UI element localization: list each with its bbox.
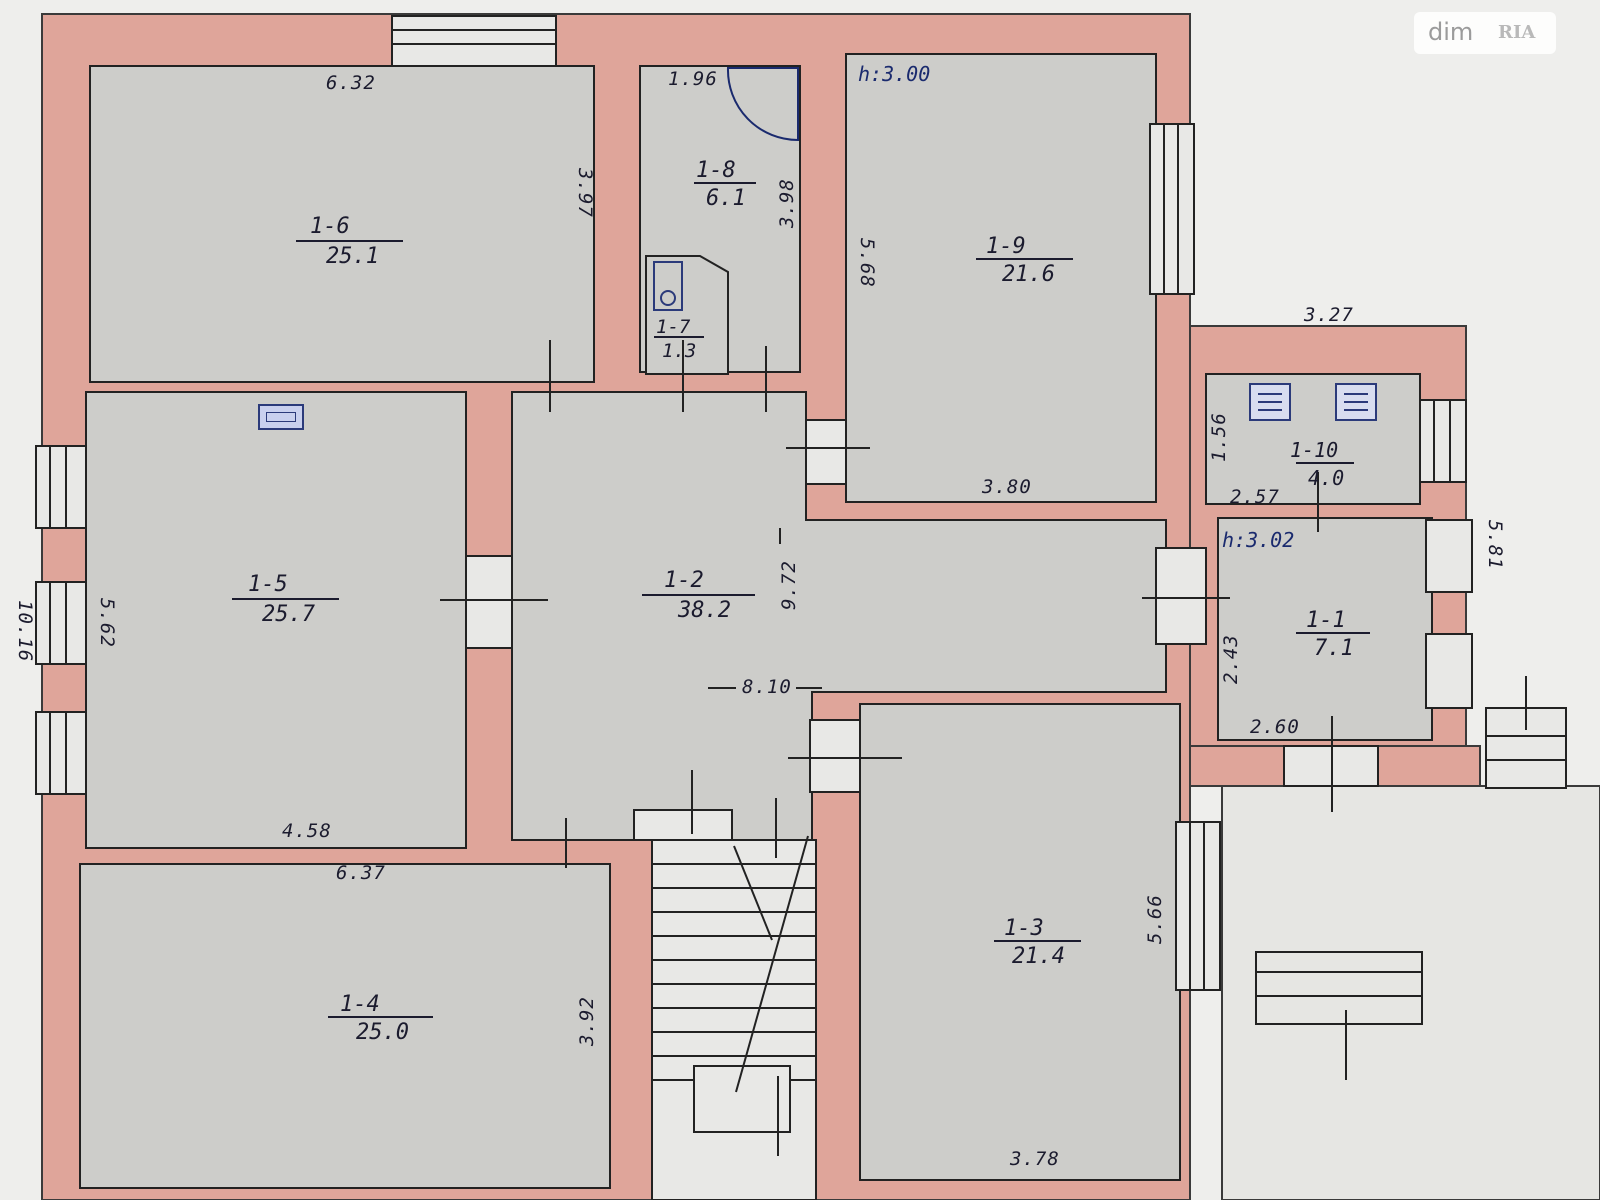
yard-area — [1221, 785, 1600, 1200]
vent-icon — [1249, 383, 1377, 421]
room-1-10 — [1205, 373, 1421, 505]
dim-r1-width: 2.60 — [1250, 716, 1300, 738]
dim-r3-width: 3.78 — [1010, 1148, 1060, 1170]
dim-r10-width: 2.57 — [1230, 486, 1280, 508]
logo-sub: RIA — [1498, 22, 1536, 43]
dim-r6-width: 6.32 — [326, 72, 376, 94]
room-area-1-5: 25.7 — [232, 598, 339, 626]
dim-r10-height: 1.56 — [1208, 412, 1230, 462]
dim-r9-height: 5.68 — [856, 238, 878, 288]
room-1-4 — [79, 863, 611, 1189]
dim-r5-height: 5.62 — [96, 598, 118, 648]
room-1-6 — [89, 65, 595, 383]
room-id-1-5: 1-5 — [248, 572, 288, 597]
room-area-1-4: 25.0 — [328, 1016, 433, 1044]
windows — [35, 15, 1473, 991]
dim-right-side: 5.81 — [1484, 520, 1506, 570]
dimension-lines — [708, 528, 822, 689]
room-id-1-9: 1-9 — [986, 234, 1026, 259]
porch-steps — [1255, 676, 1566, 1080]
room-id-1-6: 1-6 — [310, 214, 350, 239]
room-area-1-3: 21.4 — [994, 940, 1081, 968]
door-leaf-lines — [440, 340, 1333, 868]
rooms — [79, 53, 1433, 1189]
dim-r6-height: 3.97 — [574, 168, 596, 218]
dim-r4-width: 6.37 — [336, 862, 386, 884]
room-1-7 — [645, 255, 729, 375]
room-1-1 — [1217, 517, 1433, 741]
room-area-1-6: 25.1 — [296, 240, 403, 268]
room-area-1-8: 6.1 — [694, 182, 756, 210]
dim-r1-height: 2.43 — [1220, 634, 1242, 684]
dim-r5-width: 4.58 — [282, 820, 332, 842]
dim-r8-height: 3.98 — [776, 178, 798, 228]
room-area-1-2: 38.2 — [642, 594, 755, 622]
room-id-1-2: 1-2 — [664, 568, 704, 593]
electric-meter-icon — [258, 404, 304, 430]
logo-brand: dim — [1428, 18, 1474, 46]
room-id-1-10: 1-10 — [1290, 438, 1339, 462]
room-id-1-1: 1-1 — [1306, 608, 1346, 633]
dim-r3-height: 5.66 — [1144, 894, 1166, 944]
room-1-3 — [859, 703, 1181, 1181]
dim-overall-height: 10.16 — [14, 600, 36, 663]
room-id-1-8: 1-8 — [696, 158, 736, 183]
dim-overall-width: 8.10 — [742, 676, 792, 698]
dim-r8-width: 1.96 — [668, 68, 718, 90]
room-id-1-7: 1-7 — [656, 316, 691, 338]
dim-r10-top: 3.27 — [1304, 304, 1354, 326]
door-swing-icon — [726, 67, 799, 142]
room-area-1-9: 21.6 — [976, 258, 1073, 286]
dim-r9-width: 3.80 — [982, 476, 1032, 498]
room-1-5 — [85, 391, 467, 849]
staircase — [633, 770, 817, 1200]
dim-hall-height: 9.72 — [778, 560, 800, 610]
dim-ria-logo: dim RIA — [1414, 12, 1556, 54]
room-area-1-7: 1.3 — [654, 336, 705, 361]
room-id-1-4: 1-4 — [340, 992, 380, 1017]
room-id-1-3: 1-3 — [1004, 916, 1044, 941]
room-1-9 — [845, 53, 1157, 503]
ceiling-height-main: h:3.00 — [858, 62, 931, 86]
room-area-1-10: 4.0 — [1296, 462, 1355, 488]
room-area-1-1: 7.1 — [1296, 632, 1370, 660]
toilet-icon — [653, 261, 683, 311]
dim-r4-height: 3.92 — [576, 996, 598, 1046]
ceiling-height-annex: h:3.02 — [1222, 528, 1295, 552]
